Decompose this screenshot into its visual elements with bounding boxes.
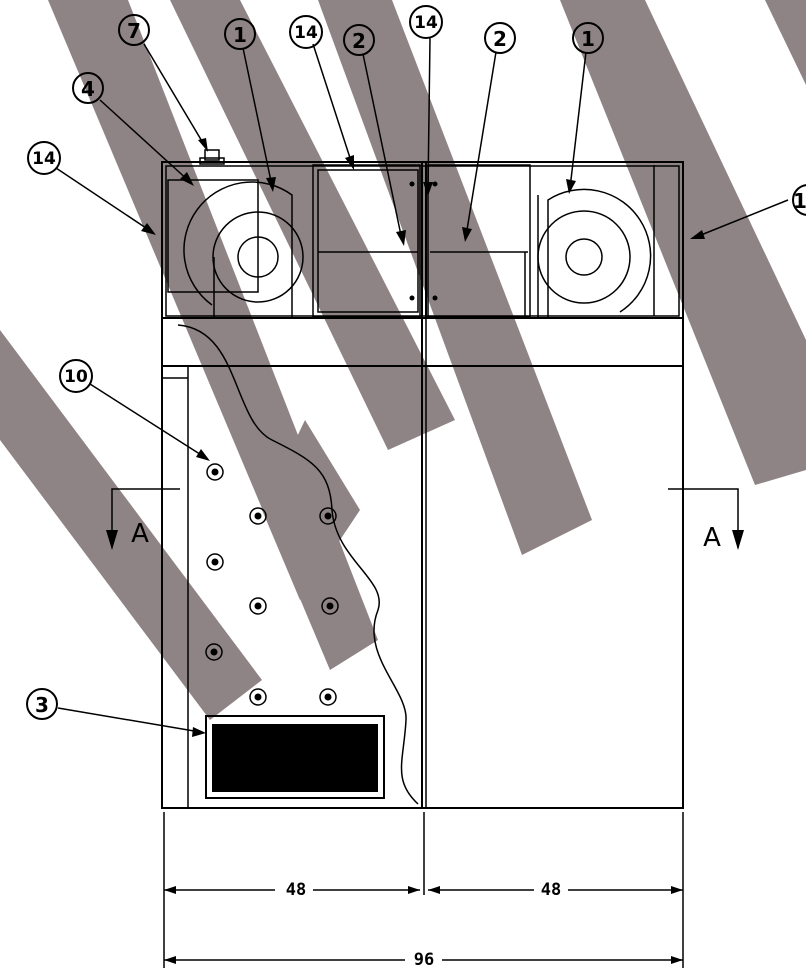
fan-housing: [161, 149, 684, 319]
callout-14: 14: [289, 15, 323, 49]
svg-text:2: 2: [352, 29, 366, 53]
svg-text:14: 14: [294, 23, 318, 43]
section-markers: A A: [106, 488, 744, 553]
svg-text:10: 10: [64, 367, 88, 387]
svg-text:4: 4: [81, 77, 95, 101]
callout-2: 2: [343, 24, 375, 56]
svg-text:1: 1: [233, 23, 247, 47]
leader-lines: [55, 37, 789, 737]
vent-pipe: [199, 157, 225, 165]
callout-1: 1: [792, 184, 806, 216]
dimensions: 48 48 96: [163, 812, 684, 969]
callout-3: 3: [26, 688, 58, 720]
callout-10: 10: [59, 359, 93, 393]
watermark-band: [262, 420, 360, 600]
cabinet: [161, 317, 684, 809]
callout-1: 1: [224, 18, 256, 50]
blower-left: [183, 181, 304, 318]
svg-text:1: 1: [581, 27, 595, 51]
dimension-left-half: 48: [286, 880, 306, 900]
section-label-left: A: [131, 519, 149, 549]
svg-text:14: 14: [32, 149, 56, 169]
callout-14: 14: [27, 141, 61, 175]
svg-text:2: 2: [493, 27, 507, 51]
callout-14: 14: [409, 5, 443, 39]
control-panel: [205, 715, 385, 799]
svg-text:1: 1: [793, 189, 806, 213]
nozzles: [205, 463, 339, 706]
watermark-band: [765, 0, 806, 85]
watermark: [0, 0, 806, 720]
callout-7: 7: [118, 14, 150, 46]
power-cable: [177, 324, 419, 805]
blower-right: [537, 165, 655, 318]
watermark-band: [318, 0, 592, 555]
dimension-total: 96: [414, 950, 434, 969]
svg-text:14: 14: [414, 13, 438, 33]
svg-text:7: 7: [127, 19, 141, 43]
callout-4: 4: [72, 72, 104, 104]
dimension-right-half: 48: [541, 880, 561, 900]
watermark-band: [0, 330, 262, 720]
motor-box: [167, 179, 259, 293]
callout-1: 1: [572, 22, 604, 54]
callout-2: 2: [484, 22, 516, 54]
callouts: 7 1 14 2 14 2 1 4: [26, 5, 806, 720]
section-label-right: A: [703, 523, 721, 553]
control-panel-display: [212, 724, 378, 792]
svg-text:3: 3: [35, 693, 49, 717]
